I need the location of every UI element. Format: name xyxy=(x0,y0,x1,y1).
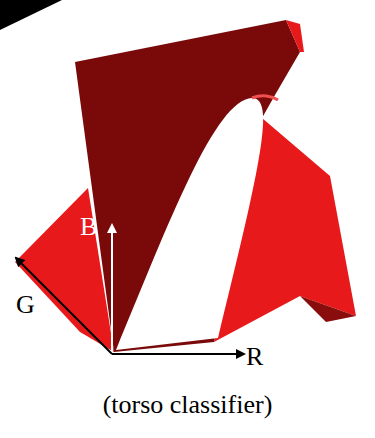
g-axis xyxy=(16,258,112,354)
r-axis xyxy=(112,353,244,355)
axis-label: R xyxy=(246,344,263,370)
right-fold xyxy=(300,296,356,322)
axis-label: B xyxy=(80,214,97,240)
highlight xyxy=(252,96,278,100)
surface-hole xyxy=(116,98,263,350)
corner-triangle xyxy=(0,0,62,30)
center-surface xyxy=(75,20,300,352)
b-axis xyxy=(111,225,113,354)
caption: (torso classifier) xyxy=(103,392,273,418)
axis-label: G xyxy=(16,292,35,318)
top-edge xyxy=(286,20,304,52)
